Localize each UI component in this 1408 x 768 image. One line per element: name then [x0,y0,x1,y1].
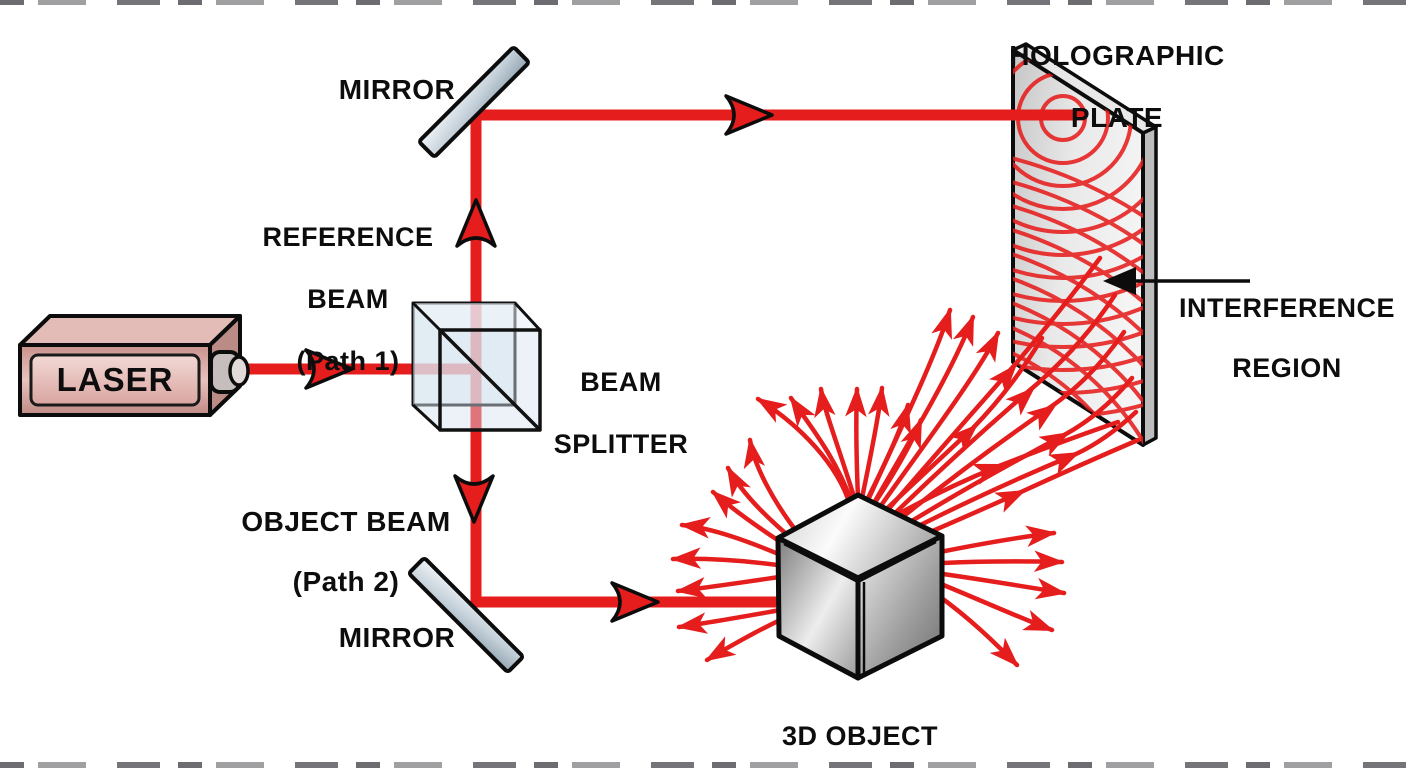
object-cube [775,492,945,681]
interference-region-label: INTERFERENCE REGION [1178,293,1395,383]
scattered-rays [670,255,1141,668]
laser-label: LASER [56,361,174,398]
reference-beam-label: REFERENCE BEAM (Path 1) [262,222,434,376]
interference-arrowhead [1103,267,1136,295]
bundle-mid-arrows [948,364,1080,513]
arrow-object-down [453,474,495,524]
arrow-to-plate [724,94,774,136]
mirror-top-shape [418,46,530,158]
interference-pointer [1103,267,1250,295]
mirror-bottom-shape [407,556,525,674]
beam-splitter-shape [411,301,542,432]
mirror-top-label: MIRROR [338,74,456,105]
scan-noise-bottom [0,762,1408,768]
arrow-to-object [610,581,660,623]
holographic-plate-label: HOLOGRAPHIC PLATE [1009,40,1225,133]
beam-direction-arrows [304,94,774,623]
laser-device [18,314,250,417]
arrow-laser-to-splitter [304,348,354,390]
scan-noise-top [0,0,1408,5]
splitter-diagonal [438,328,542,432]
beam-splitter-label: BEAM SPLITTER [553,367,689,459]
arrow-reference-up [455,198,497,248]
object-3d-label: 3D OBJECT (e.g., Cube) [781,721,939,751]
mirror-bottom-label: MIRROR [338,622,456,653]
object-beam-label: OBJECT BEAM (Path 2) [241,506,451,597]
